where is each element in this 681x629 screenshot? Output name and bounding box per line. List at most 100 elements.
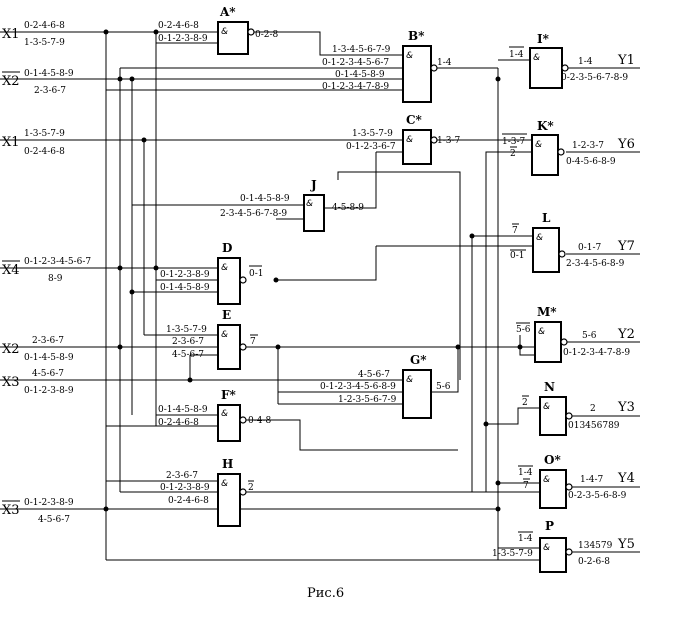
gate-l-symbol: & — [536, 233, 543, 243]
gate-m-name: M* — [537, 305, 557, 319]
gate-n-y-bottom: 013456789 — [568, 421, 620, 431]
gate-a-name: A* — [219, 5, 236, 19]
input-x3n-bottom: 4-5-6-7 — [38, 515, 70, 525]
gate-g-name: G* — [410, 353, 427, 367]
gate-f-out: 0-4-8 — [248, 416, 272, 426]
gate-n-y: Y3 — [617, 400, 635, 415]
gate-o-in1: 1-4 — [518, 468, 533, 478]
input-x2n-name: X2 — [2, 74, 20, 89]
gate-p-out: 134579 — [578, 541, 613, 551]
gate-c-name: C* — [406, 113, 423, 127]
input-x1-name: X1 — [2, 27, 20, 42]
gate-f-in1: 0-1-4-5-8-9 — [158, 405, 208, 415]
gate-p-y-bottom: 0-2-6-8 — [578, 557, 610, 567]
gate-p-y: Y5 — [617, 537, 635, 552]
gate-i-y-bottom: 0-2-3-5-6-7-8-9 — [561, 73, 628, 83]
gate-o-symbol: & — [543, 475, 550, 485]
gate-d-name: D — [222, 241, 232, 255]
output-lines — [566, 67, 640, 553]
gate-b: & B* 1-3-4-5-6-7-9 0-1-2-3-4-5-6-7 0-1-4… — [322, 29, 452, 103]
gate-g: & G* 4-5-6-7 0-1-2-3-4-5-6-8-9 1-2-3-5-6… — [320, 353, 451, 419]
gate-o-in2: 7 — [523, 481, 529, 491]
gate-b-in2: 0-1-2-3-4-5-6-7 — [322, 58, 389, 68]
gate-k-y: Y6 — [617, 137, 635, 152]
gate-d-symbol: & — [221, 263, 228, 273]
gate-b-in3: 0-1-4-5-8-9 — [335, 70, 385, 80]
gate-l-in1: 7 — [512, 226, 518, 236]
gate-k-out: 1-2-3-7 — [572, 141, 604, 151]
gate-n-name: N — [544, 380, 555, 394]
gate-e-in1: 1-3-5-7-9 — [166, 325, 207, 335]
gate-p-name: P — [545, 519, 554, 533]
gate-p-symbol: & — [543, 543, 550, 553]
gate-l-y-bottom: 2-3-4-5-6-8-9 — [566, 259, 625, 269]
gate-k-in2: 2 — [510, 149, 516, 159]
gate-p-in2: 1-3-5-7-9 — [492, 549, 533, 559]
input-labels: X1 0-2-4-6-8 1-3-5-7-9 X2 0-1-4-5-8-9 2-… — [2, 21, 91, 525]
gate-m: & M* 5-6 5-6 Y2 0-1-2-3-4-7-8-9 — [516, 305, 635, 363]
input-x1b-bottom: 0-2-4-6-8 — [24, 147, 65, 157]
gate-n: & N 2 2 Y3 013456789 — [522, 380, 635, 436]
gate-e-out: 7 — [250, 337, 256, 347]
gate-b-out: 1-4 — [437, 58, 452, 68]
gate-f-in2: 0-2-4-6-8 — [158, 418, 199, 428]
gate-e: & E 1-3-5-7-9 2-3-6-7 4-5-6-7 7 — [166, 308, 258, 370]
junction-dots — [103, 29, 523, 512]
gate-a-symbol: & — [221, 27, 228, 37]
gate-f: & F* 0-1-4-5-8-9 0-2-4-6-8 0-4-8 — [158, 388, 272, 442]
gate-m-symbol: & — [538, 327, 545, 337]
input-x1b-top: 1-3-5-7-9 — [24, 129, 65, 139]
gate-d-in2: 0-1-4-5-8-9 — [160, 283, 210, 293]
gate-g-out: 5-6 — [436, 382, 451, 392]
gate-d-in1: 0-1-2-3-8-9 — [160, 270, 210, 280]
gate-b-name: B* — [408, 29, 425, 43]
gate-h-out: 2 — [248, 483, 254, 493]
input-lines — [0, 31, 498, 510]
gate-e-symbol: & — [221, 330, 228, 340]
gate-g-in3: 1-2-3-5-6-7-9 — [338, 395, 397, 405]
input-x1b-name: X1 — [2, 135, 20, 150]
gate-m-y-bottom: 0-1-2-3-4-7-8-9 — [563, 348, 630, 358]
gate-m-y: Y2 — [617, 327, 635, 342]
gate-c-in1: 1-3-5-7-9 — [352, 129, 393, 139]
gate-h-in2: 0-1-2-3-8-9 — [160, 483, 210, 493]
gate-h: & H 2-3-6-7 0-1-2-3-8-9 0-2-4-6-8 2 — [160, 457, 254, 527]
gate-l: & L 7 0-1 0-1-7 Y7 2-3-4-5-6-8-9 — [510, 211, 635, 273]
input-x3-bottom: 0-1-2-3-8-9 — [24, 386, 74, 396]
input-x2-top: 2-3-6-7 — [32, 336, 64, 346]
gate-j-symbol: & — [306, 199, 313, 209]
gate-h-in1: 2-3-6-7 — [166, 471, 198, 481]
gate-i-symbol: & — [533, 53, 540, 63]
gate-i-y: Y1 — [617, 53, 635, 68]
gate-d-out: 0-1 — [249, 269, 264, 279]
gate-h-in3: 0-2-4-6-8 — [168, 496, 209, 506]
gate-o-out: 1-4-7 — [580, 475, 604, 485]
gate-g-symbol: & — [406, 375, 413, 385]
input-x3n-name: X3 — [2, 503, 20, 518]
input-x2n-top: 0-1-4-5-8-9 — [24, 69, 74, 79]
gate-i-out: 1-4 — [578, 57, 593, 67]
gate-m-in1: 5-6 — [516, 325, 531, 335]
gate-g-in1: 4-5-6-7 — [358, 370, 390, 380]
gate-a-in2: 0-1-2-3-8-9 — [158, 34, 208, 44]
gate-l-y: Y7 — [617, 239, 635, 254]
gate-j: & J 0-1-4-5-8-9 2-3-4-5-6-7-8-9 4-5-8-9 — [220, 178, 364, 232]
gate-o-name: O* — [544, 453, 561, 467]
gate-n-out: 2 — [590, 404, 596, 414]
gate-a-out: 0-2-8 — [255, 30, 279, 40]
gate-f-name: F* — [221, 388, 237, 402]
gate-a-in1: 0-2-4-6-8 — [158, 21, 199, 31]
input-x4n-bottom: 8-9 — [48, 274, 63, 284]
gate-o-y: Y4 — [617, 471, 635, 486]
input-x1-top: 0-2-4-6-8 — [24, 21, 65, 31]
gate-p: & P 1-4 1-3-5-7-9 134579 Y5 0-2-6-8 — [492, 519, 635, 573]
gate-n-in1: 2 — [522, 398, 528, 408]
gate-l-in2: 0-1 — [510, 251, 525, 261]
gate-c-in2: 0-1-2-3-6-7 — [346, 142, 396, 152]
gate-j-in2: 2-3-4-5-6-7-8-9 — [220, 209, 287, 219]
gate-i-name: I* — [537, 32, 550, 46]
gate-a: & A* 0-2-4-6-8 0-1-2-3-8-9 0-2-8 — [158, 5, 279, 55]
gate-d: & D 0-1-2-3-8-9 0-1-4-5-8-9 0-1 — [160, 241, 264, 305]
